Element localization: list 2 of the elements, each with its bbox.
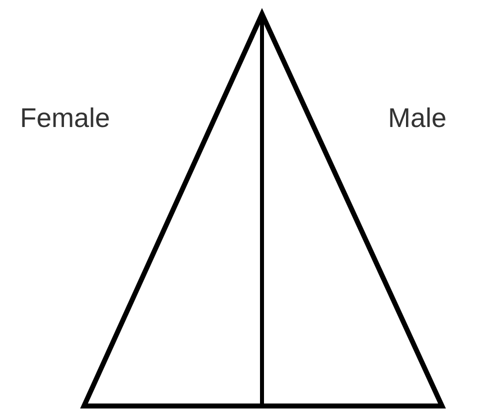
- side-label: Female: [20, 103, 110, 134]
- side-label: Male: [388, 103, 447, 134]
